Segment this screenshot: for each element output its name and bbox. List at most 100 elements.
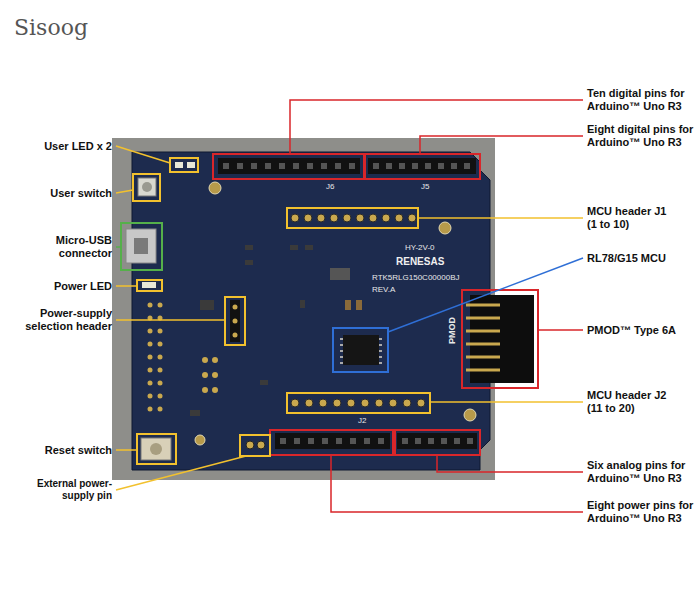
pmod-connector [466,304,500,307]
external-supply-pin [246,441,254,449]
silkscreen-text: J5 [421,182,429,192]
silkscreen-text: J6 [326,182,334,192]
silkscreen-text: RTK5RLG150C00000BJ [372,273,459,283]
header-hole [291,214,299,222]
header-hole [304,214,312,222]
leader-line [437,455,583,472]
side-pin-rows [158,355,163,360]
side-pin-rows [158,342,163,347]
header-hole [389,399,397,407]
side-pin-rows [148,329,153,334]
silkscreen-text: PMOD [447,316,458,343]
callout-label: User LED x 2 [12,140,112,153]
header-pin [223,163,229,169]
callout-label: RL78/G15 MCU [587,252,666,265]
header-hole [361,399,369,407]
leader-line [116,449,137,451]
reset-switch [141,438,171,460]
callout-box [287,393,430,413]
side-pin-rows [158,407,163,412]
supply-header [233,305,238,310]
supply-header [230,300,240,342]
side-pin-rows [148,381,153,386]
pmod-connector [466,356,500,359]
header-pin [364,438,370,444]
side-pin-rows [158,329,163,334]
silkscreen-text: J2 [358,416,366,426]
mounting-hole [464,409,476,421]
callout-box [133,174,160,201]
external-supply-pin [246,441,265,449]
side-pin-rows [148,407,153,412]
leader-line [116,456,246,490]
photo-ground [112,138,495,480]
header-pin [467,438,473,444]
pmod-connector [466,330,500,333]
small-components [290,245,298,250]
micro-usb-connector [134,238,148,254]
small-components [300,300,305,308]
side-pin-rows [202,387,208,393]
side-pin-rows [212,387,218,393]
leader-line [418,217,583,219]
photo-ground [112,138,495,480]
mounting-hole [195,435,205,445]
pin-header [218,158,360,174]
small-components [356,300,362,310]
small-components [190,245,362,416]
callout-label: External power-supply pin [12,478,112,502]
supply-header [233,319,238,324]
header-pin [451,163,457,169]
header-pin [237,163,243,169]
header-pin [265,163,271,169]
header-hole [395,214,403,222]
header-hole [319,399,327,407]
callout-label: Six analog pins for Arduino™ Uno R3 [587,459,697,485]
callout-box [121,154,538,464]
small-components [190,410,200,416]
header-hole [333,399,341,407]
header-hole [356,214,364,222]
micro-usb-connector [126,229,156,263]
silkscreen-text: HY-2V-0 [405,243,435,253]
side-pin-rows [202,372,208,378]
side-pin-rows [148,303,153,308]
supply-header [233,333,238,338]
callout-label: MCU header J1 (1 to 10) [587,205,669,231]
side-pin-rows [148,368,153,373]
side-pin-rows [158,368,163,373]
header-pin [251,163,257,169]
mcu-chip [379,338,382,340]
silkscreen-text: RENESAS [396,256,444,268]
power-led [142,282,156,288]
pin-header [275,433,390,449]
header-pin [322,438,328,444]
mcu-chip [379,356,382,358]
header-pin [441,438,447,444]
mcu-chip [379,350,382,352]
side-pin-rows [158,381,163,386]
side-pin-rows [148,342,153,347]
header-pin [321,163,327,169]
mcu-chip [340,338,382,364]
header-pin [412,163,418,169]
leader-line [116,319,225,321]
mcu-chip [340,344,343,346]
mcu-chip [343,335,379,365]
header-hole [375,399,383,407]
user-led [175,162,183,168]
header-pin [415,438,421,444]
small-components [305,245,313,250]
header-pin [336,438,342,444]
leader-line [430,401,583,403]
callout-box [121,223,162,270]
user-switch [138,178,156,196]
header-pin [308,438,314,444]
callout-box [395,430,480,455]
header-pin [464,163,470,169]
mcu-chip [340,338,343,340]
leader-line [116,246,121,248]
pmod-connector [466,305,500,370]
leader-line [116,285,137,287]
small-components [245,245,253,250]
